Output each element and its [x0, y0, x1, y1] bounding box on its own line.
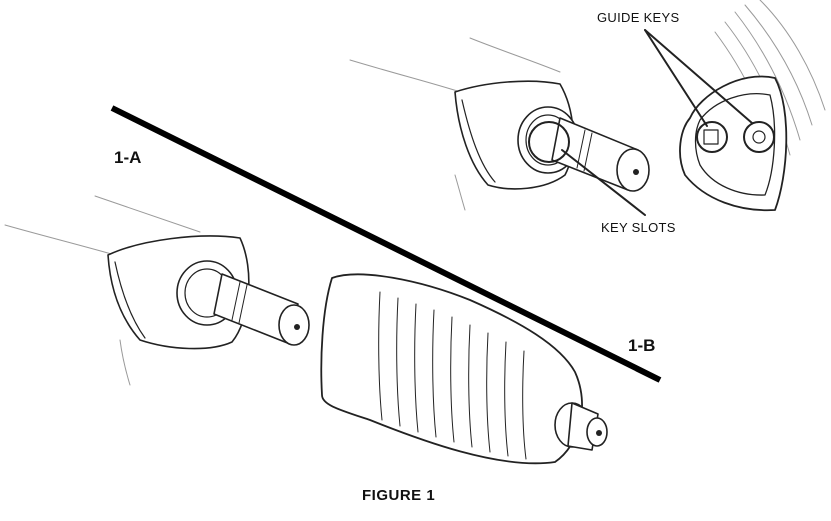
- nozzle-end-view: [680, 0, 825, 210]
- panel-1b-label: 1-B: [628, 336, 655, 355]
- shaft-tip-hole-b: [294, 324, 300, 330]
- key-slots-label: KEY SLOTS: [601, 220, 676, 235]
- shaft-tip-hole: [633, 169, 639, 175]
- figure-title: FIGURE 1: [362, 487, 435, 504]
- guide-keys-label: GUIDE KEYS: [597, 10, 679, 25]
- panel-1a-label: 1-A: [114, 148, 141, 167]
- panel-1b-handle: [5, 196, 309, 385]
- panel-1b-nozzle: [321, 274, 607, 463]
